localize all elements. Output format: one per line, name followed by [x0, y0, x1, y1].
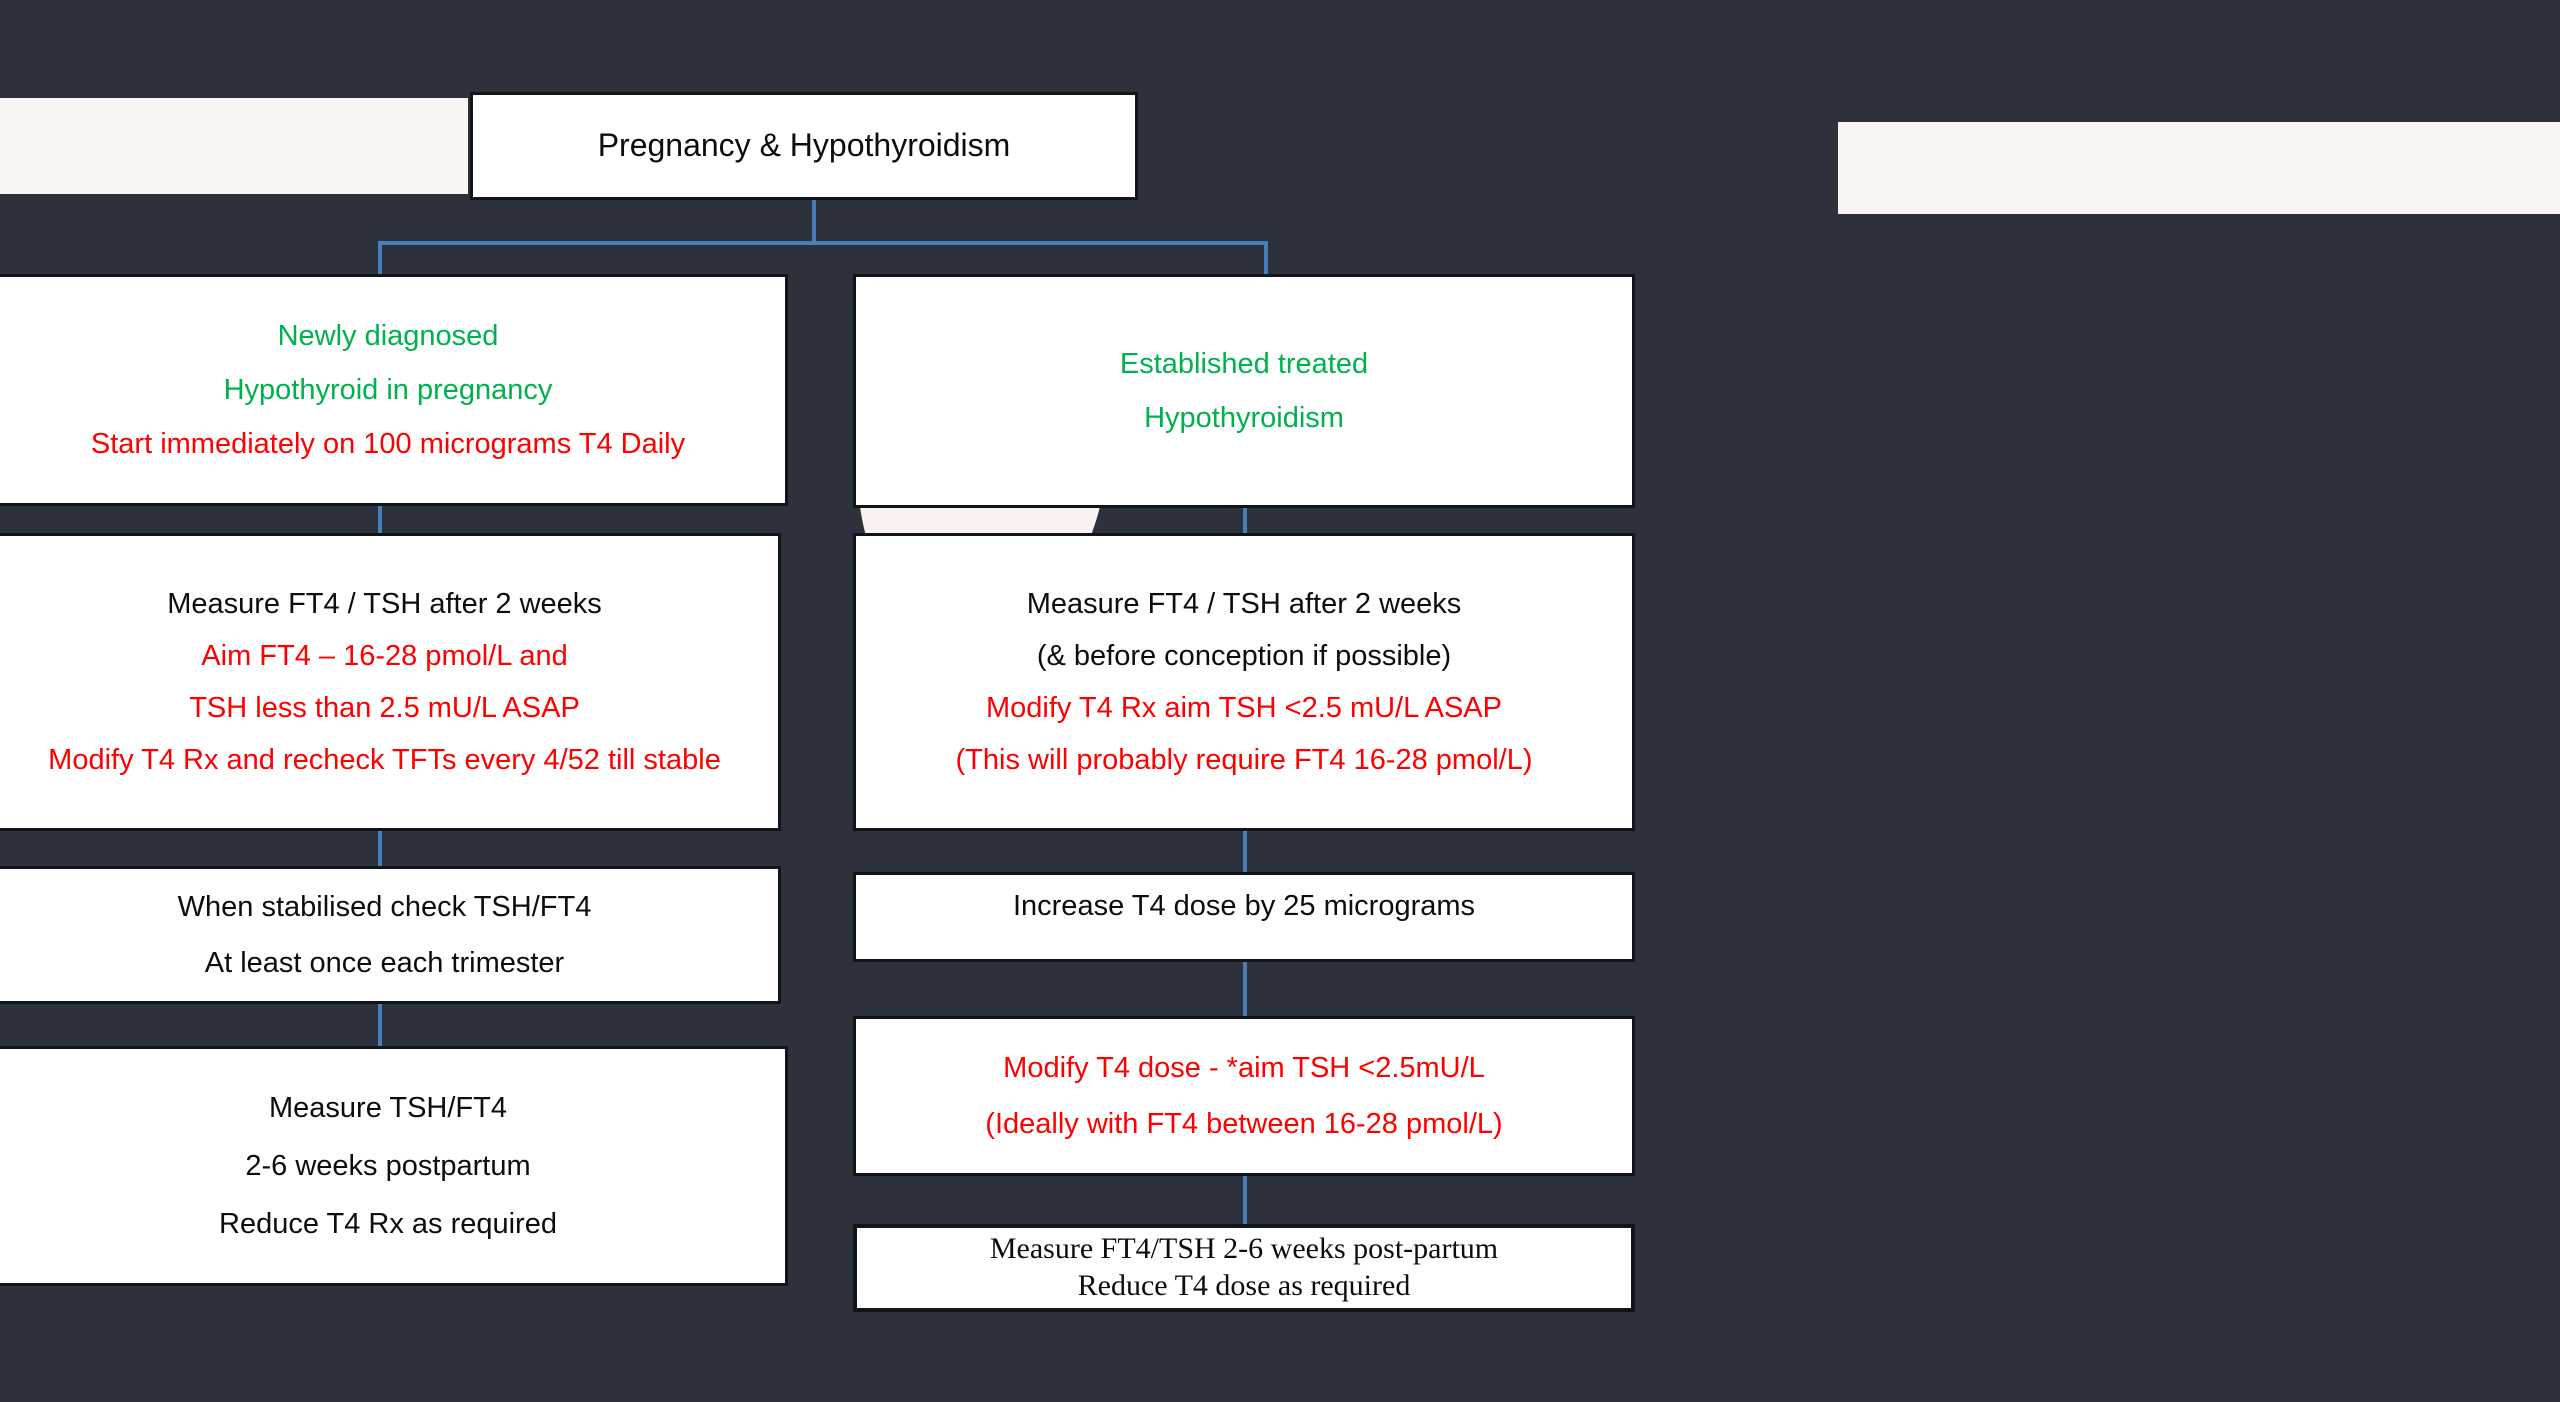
right-node1-line2: Hypothyroidism [1144, 402, 1344, 434]
blank-panel-right [1838, 122, 2560, 214]
connector-title-trunk [812, 200, 816, 244]
right-node2-line2: (& before conception if possible) [1036, 639, 1452, 672]
right-node3-line1: Increase T4 dose by 25 micrograms [1012, 890, 1476, 922]
connector-right-1-to-2 [1243, 508, 1247, 536]
left-node1-line1: Newly diagnosed [277, 319, 499, 352]
right-node-measure-ft4-tsh: Measure FT4 / TSH after 2 weeks (& befor… [853, 533, 1635, 831]
right-node2-line1: Measure FT4 / TSH after 2 weeks [1026, 587, 1462, 620]
right-node5-line1: Measure FT4/TSH 2-6 weeks post-partum [989, 1232, 1499, 1266]
flowchart-title-box: Pregnancy & Hypothyroidism [470, 92, 1138, 200]
connector-left-2-to-3 [378, 831, 382, 869]
right-node2-line4: (This will probably require FT4 16-28 pm… [955, 744, 1533, 777]
left-node-postpartum: Measure TSH/FT4 2-6 weeks postpartum Red… [0, 1046, 788, 1286]
left-node2-line3: TSH less than 2.5 mU/L ASAP [189, 692, 580, 724]
left-node-when-stabilised: When stabilised check TSH/FT4 At least o… [0, 866, 781, 1004]
left-node1-line3: Start immediately on 100 micrograms T4 D… [90, 428, 686, 461]
right-node2-line3: Modify T4 Rx aim TSH <2.5 mU/L ASAP [985, 692, 1502, 724]
right-node1-line1: Established treated [1119, 347, 1369, 380]
right-node-modify-t4-dose: Modify T4 dose - *aim TSH <2.5mU/L (Idea… [853, 1016, 1635, 1176]
connector-left-3-to-4 [378, 1004, 382, 1049]
connector-crossbar [378, 241, 1268, 245]
connector-drop-right [1264, 241, 1268, 278]
left-node2-line2: Aim FT4 – 16-28 pmol/L and [201, 639, 568, 672]
left-node-measure-ft4-tsh: Measure FT4 / TSH after 2 weeks Aim FT4 … [0, 533, 781, 831]
right-node4-line2: (Ideally with FT4 between 16-28 pmol/L) [985, 1108, 1503, 1140]
right-node-increase-t4-dose: Increase T4 dose by 25 micrograms [853, 872, 1635, 962]
left-node4-line1: Measure TSH/FT4 [269, 1091, 507, 1124]
connector-right-4-to-5 [1243, 1176, 1247, 1227]
blank-panel-left [0, 98, 468, 194]
left-node3-line1: When stabilised check TSH/FT4 [177, 890, 592, 923]
left-node-newly-diagnosed: Newly diagnosed Hypothyroid in pregnancy… [0, 274, 788, 506]
left-node3-line2: At least once each trimester [204, 947, 565, 979]
left-node4-line2: 2-6 weeks postpartum [245, 1149, 531, 1182]
connector-right-3-to-4 [1243, 962, 1247, 1019]
connector-drop-left [378, 241, 382, 278]
right-node4-line1: Modify T4 dose - *aim TSH <2.5mU/L [1003, 1051, 1485, 1084]
connector-right-2-to-3 [1243, 831, 1247, 875]
left-node1-line2: Hypothyroid in pregnancy [223, 373, 553, 406]
left-node2-line1: Measure FT4 / TSH after 2 weeks [167, 587, 602, 620]
left-node2-line4: Modify T4 Rx and recheck TFTs every 4/52… [48, 744, 721, 777]
left-node4-line3: Reduce T4 Rx as required [219, 1208, 557, 1241]
page-title: Pregnancy & Hypothyroidism [597, 127, 1011, 164]
right-node-established-treated: Established treated Hypothyroidism [853, 274, 1635, 508]
connector-left-1-to-2 [378, 506, 382, 536]
right-node5-line2: Reduce T4 dose as required [1077, 1269, 1411, 1302]
right-node-postpartum: Measure FT4/TSH 2-6 weeks post-partum Re… [853, 1224, 1635, 1312]
